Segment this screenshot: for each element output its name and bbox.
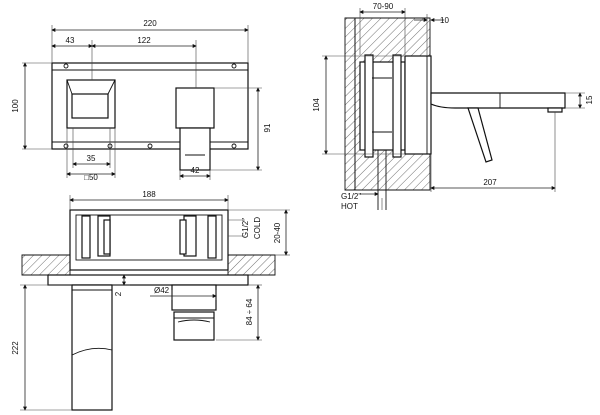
side-view: 70-90 10 104 15 207 G1/2" HOT	[312, 2, 594, 211]
dim-84-64: 84 ÷ 64	[245, 298, 254, 325]
dim-91: 91	[263, 123, 272, 132]
dim-15: 15	[585, 95, 594, 104]
body-plan	[69, 209, 229, 271]
dim-35: 35	[87, 154, 96, 163]
lever-handle	[179, 127, 211, 171]
diverter-knob	[71, 93, 109, 119]
lever-plan	[171, 284, 217, 311]
inlet-hot-size: G1/2"	[341, 192, 361, 201]
lever-handle-plan	[173, 311, 215, 341]
dim-70-90: 70-90	[373, 2, 394, 11]
wall-section-bottom	[21, 254, 71, 276]
dim-220: 220	[143, 19, 157, 28]
dim-222: 222	[11, 341, 20, 355]
spout-plan	[71, 284, 113, 411]
dim-43: 43	[66, 36, 75, 45]
front-plate	[47, 274, 249, 286]
lever	[467, 107, 493, 163]
dim-104: 104	[312, 98, 321, 112]
lever-body	[175, 87, 215, 129]
bottom-view: 188 G1/2" COLD 20-40 2 Ø42 222 84 ÷ 64	[11, 190, 290, 411]
dim-square-50: □50	[84, 173, 98, 182]
wall-section	[344, 17, 356, 191]
inlet-hot-label: HOT	[341, 202, 358, 211]
dim-diameter-42: Ø42	[154, 286, 170, 295]
dim-42: 42	[191, 166, 200, 175]
dim-20-40: 20-40	[273, 222, 282, 243]
spout	[430, 92, 566, 109]
inlet-cold-label: COLD	[253, 217, 262, 239]
front-view: 220 43 122 100 91 35 □50 42	[11, 19, 272, 182]
dim-207: 207	[483, 178, 497, 187]
dim-100: 100	[11, 99, 20, 113]
dim-10: 10	[440, 16, 449, 25]
dim-122: 122	[137, 36, 151, 45]
dim-188: 188	[142, 190, 156, 199]
dim-2: 2	[114, 291, 123, 296]
inlet-cold-size: G1/2"	[241, 218, 250, 238]
